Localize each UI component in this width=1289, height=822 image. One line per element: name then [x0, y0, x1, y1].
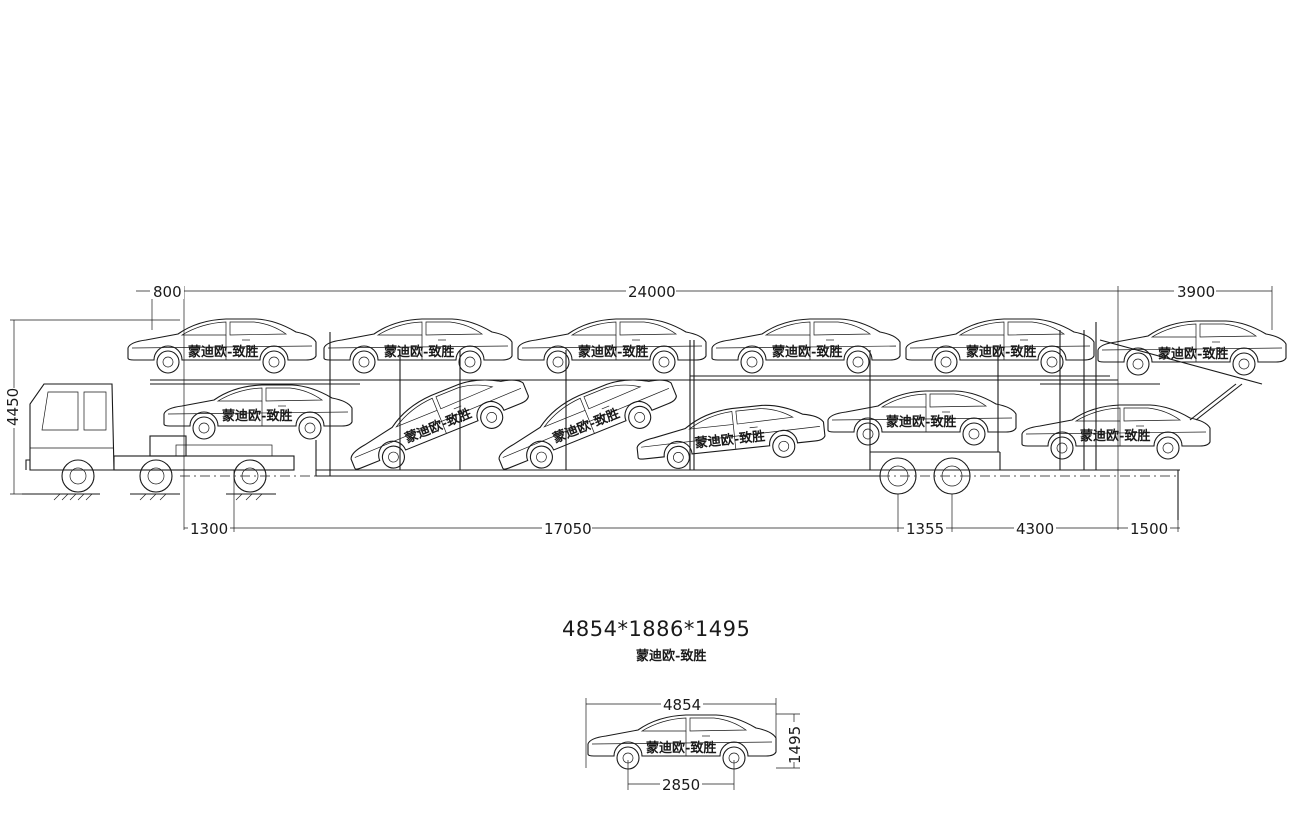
dim-rear-extension: 3900: [1177, 283, 1215, 301]
dim-car-wheelbase: 2850: [662, 776, 700, 794]
dim-axle-to-rear: 4300: [1016, 520, 1054, 538]
top-dimensions: 800 24000 3900: [136, 283, 1273, 530]
dim-trailer-length: 24000: [628, 283, 676, 301]
car-model-caption: 蒙迪欧-致胜: [636, 648, 706, 664]
svg-text:蒙迪欧-致胜: 蒙迪欧-致胜: [1080, 428, 1150, 444]
svg-text:蒙迪欧-致胜: 蒙迪欧-致胜: [188, 344, 258, 360]
car-lower-6: 蒙迪欧-致胜: [1021, 404, 1211, 460]
dim-kingpin-to-axle: 17050: [544, 520, 592, 538]
svg-text:蒙迪欧-致胜: 蒙迪欧-致胜: [222, 408, 292, 424]
svg-text:蒙迪欧-致胜: 蒙迪欧-致胜: [886, 414, 956, 430]
car-lower-1: 蒙迪欧-致胜: [163, 384, 353, 440]
car-lower-4: 蒙迪欧-致胜: [633, 398, 828, 474]
dim-car-height: 1495: [786, 726, 804, 764]
car-lower-5: 蒙迪欧-致胜: [827, 390, 1017, 446]
svg-text:蒙迪欧-致胜: 蒙迪欧-致胜: [578, 344, 648, 360]
dim-kingpin-offset: 1300: [190, 520, 228, 538]
upper-deck-cars: 蒙迪欧-致胜 蒙迪欧-致胜 蒙迪欧-致胜 蒙迪欧-致胜 蒙迪欧-致胜 蒙迪欧-致…: [127, 318, 1287, 376]
svg-text:蒙迪欧-致胜: 蒙迪欧-致胜: [1158, 346, 1228, 362]
height-dimension: 4450: [4, 319, 180, 495]
car-upper-1: 蒙迪欧-致胜: [127, 318, 317, 374]
dim-axle-spacing: 1355: [906, 520, 944, 538]
car-upper-4: 蒙迪欧-致胜: [711, 318, 901, 374]
car-upper-2: 蒙迪欧-致胜: [323, 318, 513, 374]
svg-text:蒙迪欧-致胜: 蒙迪欧-致胜: [403, 405, 474, 446]
svg-text:蒙迪欧-致胜: 蒙迪欧-致胜: [384, 344, 454, 360]
dim-front-overhang: 800: [153, 283, 182, 301]
car-size-caption: 4854*1886*1495: [562, 617, 750, 641]
svg-text:蒙迪欧-致胜: 蒙迪欧-致胜: [772, 344, 842, 360]
dim-rear-overhang: 1500: [1130, 520, 1168, 538]
car-upper-5: 蒙迪欧-致胜: [905, 318, 1095, 374]
dim-overall-height: 4450: [4, 388, 22, 426]
svg-text:蒙迪欧-致胜: 蒙迪欧-致胜: [966, 344, 1036, 360]
car-upper-6: 蒙迪欧-致胜: [1097, 320, 1287, 376]
tractor-unit: [22, 383, 295, 501]
svg-text:蒙迪欧-致胜: 蒙迪欧-致胜: [646, 740, 716, 756]
car-upper-3: 蒙迪欧-致胜: [517, 318, 707, 374]
dim-car-length: 4854: [663, 696, 701, 714]
bottom-dimensions: 1300 17050 1355 4300 1500: [184, 470, 1180, 538]
svg-text:蒙迪欧-致胜: 蒙迪欧-致胜: [694, 428, 766, 451]
svg-text:蒙迪欧-致胜: 蒙迪欧-致胜: [551, 405, 622, 446]
car-detail-view: 蒙迪欧-致胜 4854 1495 2850: [585, 696, 804, 794]
